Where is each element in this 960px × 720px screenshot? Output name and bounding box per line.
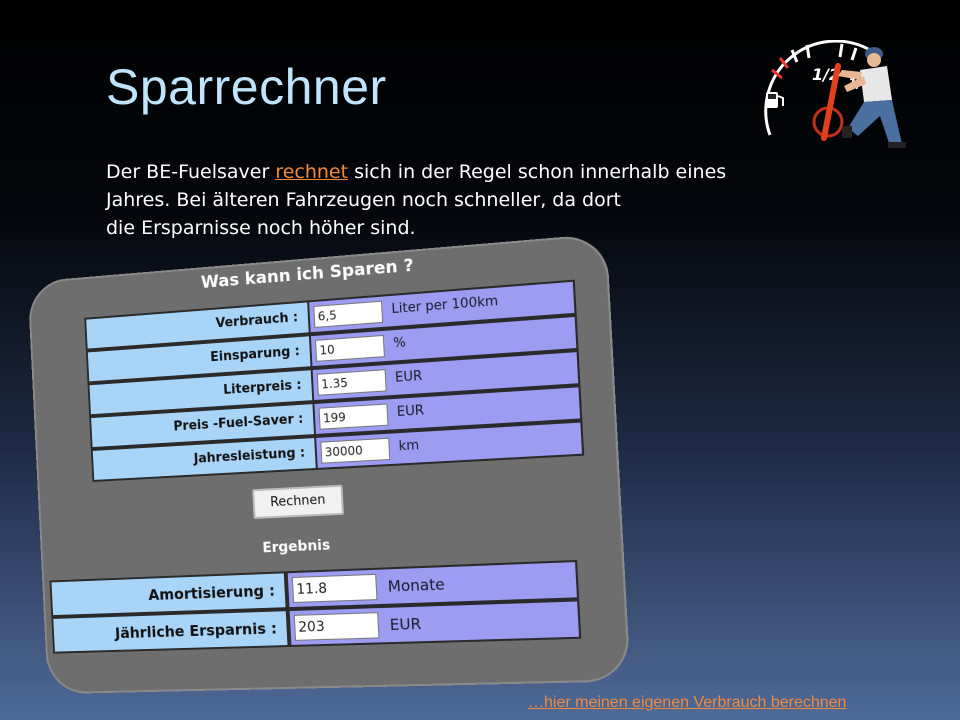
intro-line-2: Jahres. Bei älteren Fahrzeugen noch schn…: [106, 189, 621, 211]
jahresleistung-input[interactable]: 30000: [320, 437, 391, 464]
einsparung-input[interactable]: 10: [315, 334, 385, 362]
verbrauch-input[interactable]: 6,5: [313, 300, 384, 328]
result-heading: Ergebnis: [262, 537, 331, 557]
row-unit: km: [398, 438, 420, 455]
slide-title: Sparrechner: [106, 59, 387, 115]
result-unit: Monate: [387, 575, 446, 596]
own-consumption-link[interactable]: …hier meinen eigenen Verbrauch berechnen: [528, 694, 847, 711]
result-label: Jährliche Ersparnis :: [51, 609, 290, 654]
result-unit: EUR: [389, 614, 422, 635]
calculator-screenshot: Was kann ich Sparen ? Verbrauch : 6,5 Li…: [27, 233, 631, 695]
row-unit: %: [392, 335, 407, 352]
calculator-panel: Was kann ich Sparen ? Verbrauch : 6,5 Li…: [27, 233, 631, 695]
row-unit: EUR: [394, 368, 423, 386]
fuel-gauge-illustration: 1/2 1/1: [764, 40, 906, 148]
intro-line-3: die Ersparnisse noch höher sind.: [106, 217, 416, 239]
amortisierung-output: 11.8: [291, 573, 378, 603]
ersparnis-output: 203: [293, 612, 380, 641]
man-pushing-icon: [838, 47, 906, 148]
fuel-pump-icon: [766, 92, 784, 108]
intro-paragraph: Der BE-Fuelsaver rechnet sich in der Reg…: [106, 158, 906, 242]
row-unit: EUR: [396, 403, 425, 421]
intro-line-1: Der BE-Fuelsaver rechnet sich in der Reg…: [106, 158, 906, 186]
rechnet-link[interactable]: rechnet: [275, 161, 349, 183]
intro-text-end: sich in der Regel schon innerhalb eines: [348, 161, 727, 183]
preis-fuel-saver-input[interactable]: 199: [318, 403, 389, 430]
literpreis-input[interactable]: 1.35: [316, 369, 387, 396]
intro-text-start: Der BE-Fuelsaver: [106, 161, 276, 183]
rechnen-button[interactable]: Rechnen: [252, 484, 344, 519]
row-unit: Liter per 100km: [391, 293, 499, 318]
